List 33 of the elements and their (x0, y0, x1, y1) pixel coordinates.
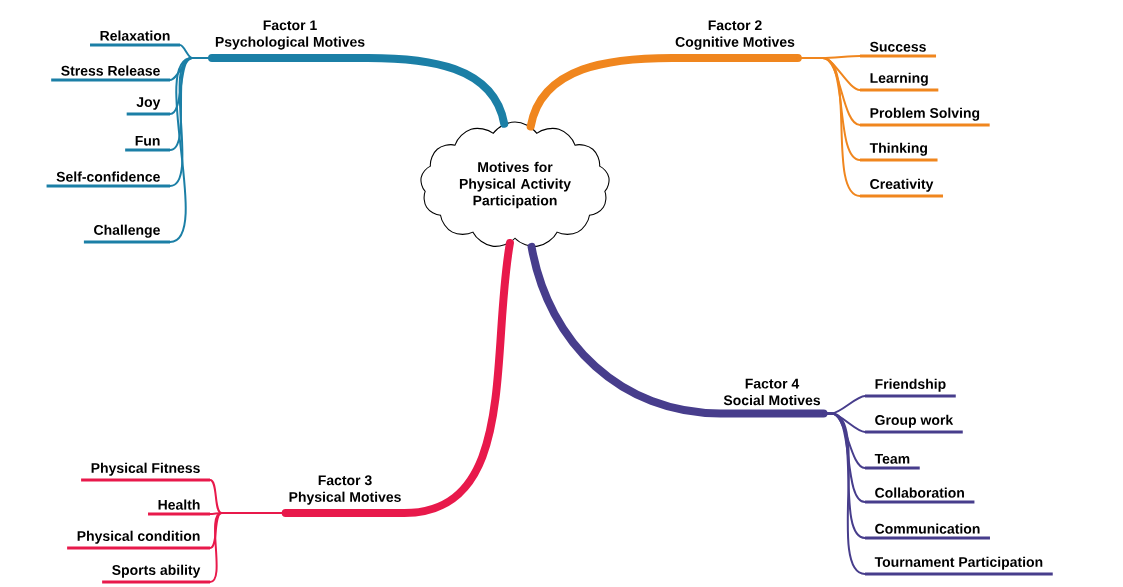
branch-label: Physical Fitness (81, 462, 210, 482)
branch-label: Friendship (865, 378, 956, 398)
branch-label: Problem Solving (860, 107, 990, 127)
branch-label: Creativity (860, 178, 943, 198)
branch-label: Fun (125, 136, 170, 152)
branch-line (209, 511, 287, 583)
branch-label: Health (148, 499, 210, 516)
branch-label: Sports ability (102, 564, 210, 584)
branch-label: Communication (865, 523, 990, 540)
branch-label: Learning (860, 72, 939, 92)
branch-line (796, 57, 861, 197)
branch-label: Relaxation (90, 30, 180, 47)
branch-label: Tournament Participation (865, 556, 1053, 576)
branch-label: Joy (126, 97, 170, 116)
branch-label: Physical condition (67, 530, 210, 550)
branch-title: Factor 1 Psychological Motives (215, 20, 365, 50)
branch-title: Factor 2 Cognitive Motives (675, 20, 795, 50)
branch-label: Team (865, 454, 920, 470)
branch-label: Stress Release (51, 65, 170, 82)
branch-line (208, 53, 509, 128)
branch-label: Success (860, 41, 937, 58)
branch-label: Self-confidence (46, 171, 170, 188)
branch-label: Group work (865, 414, 963, 434)
branch-line (822, 412, 866, 575)
branch-label: Thinking (860, 142, 938, 162)
branch-line (527, 242, 828, 418)
branch-line (281, 239, 514, 517)
branch-title: Factor 3 Physical Motives (289, 475, 401, 505)
branch-label: Challenge (83, 224, 170, 244)
branch-label: Collaboration (865, 487, 975, 504)
branch-line (526, 54, 802, 131)
branch-line (169, 56, 213, 243)
branch-title: Factor 4 Social Motives (723, 378, 821, 406)
